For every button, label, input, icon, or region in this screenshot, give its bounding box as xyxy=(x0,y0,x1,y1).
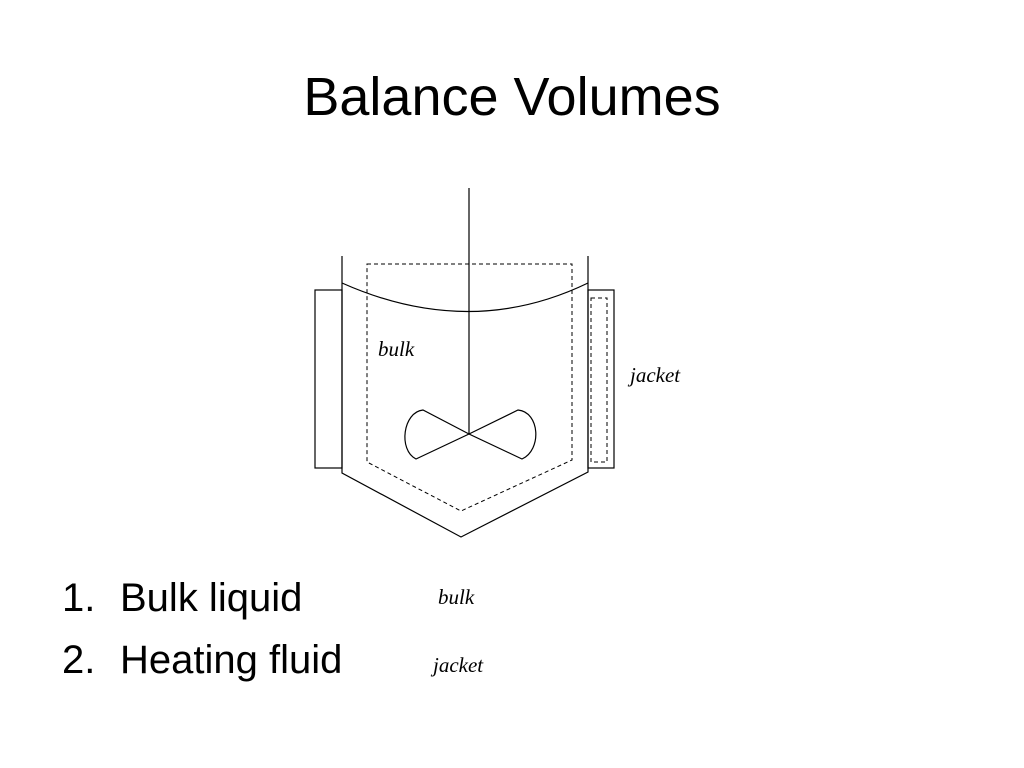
list-number: 1. xyxy=(62,576,96,620)
jacket-left xyxy=(314,289,343,469)
list-text: Bulk liquid xyxy=(120,576,303,620)
bulk-control-volume xyxy=(366,263,573,512)
liquid-surface xyxy=(341,282,589,313)
jacket-diagram-label: jacket xyxy=(627,363,681,387)
list-item: 2. Heating fluid xyxy=(62,632,342,694)
jacket-right xyxy=(587,289,615,469)
impeller-blade-left xyxy=(404,409,471,460)
list-item: 1. Bulk liquid xyxy=(62,570,342,632)
impeller-blade-right xyxy=(467,409,537,460)
jacket-control-volume xyxy=(590,297,608,463)
bulk-diagram-label: bulk xyxy=(378,337,415,361)
balance-volume-list: 1. Bulk liquid 2. Heating fluid xyxy=(62,570,342,694)
jacket-legend-label: jacket xyxy=(433,653,484,677)
list-text: Heating fluid xyxy=(120,638,343,682)
bulk-legend-label: bulk xyxy=(438,585,475,609)
list-number: 2. xyxy=(62,638,96,682)
slide-title: Balance Volumes xyxy=(303,67,721,127)
